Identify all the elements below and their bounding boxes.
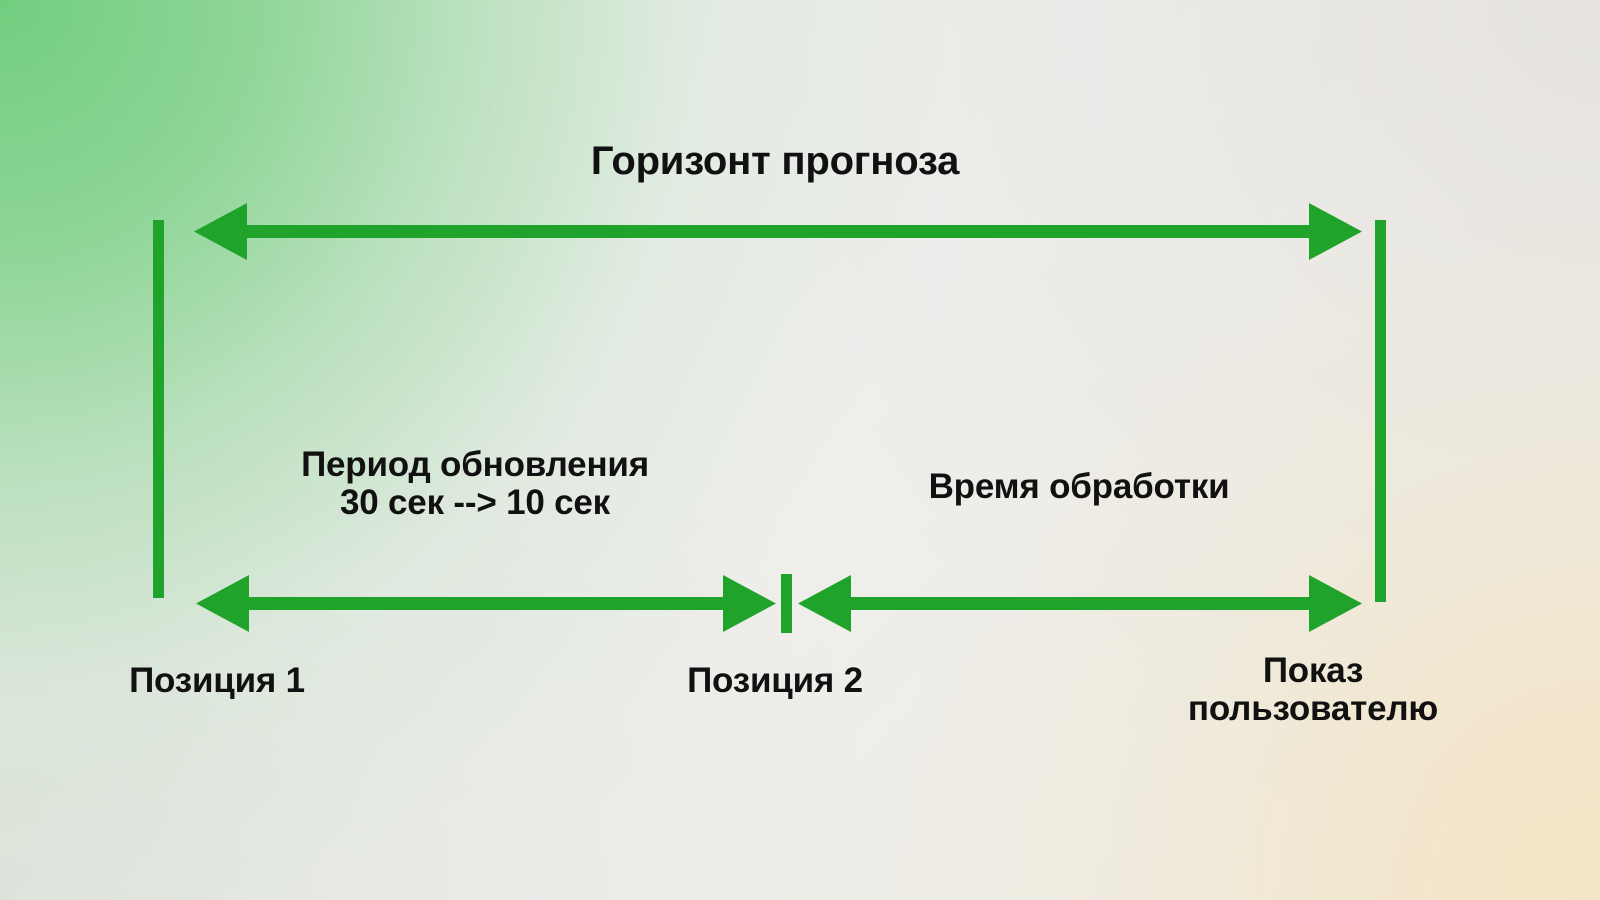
- refresh-period-arrow: [196, 575, 776, 632]
- user-display-label: Показ пользователю: [1187, 651, 1439, 728]
- vertical-tick-icon-right: [1375, 220, 1386, 602]
- processing-time-arrow: [798, 575, 1362, 632]
- processing-time-label: Время обработки: [928, 467, 1230, 506]
- vertical-tick-icon-middle: [781, 574, 792, 633]
- refresh-period-label: Период обновления 30 сек --> 10 сек: [301, 445, 649, 522]
- vertical-tick-icon-left: [153, 220, 164, 598]
- position-2-label: Позиция 2: [687, 661, 863, 700]
- forecast-horizon-arrow: [194, 203, 1362, 260]
- position-1-label: Позиция 1: [129, 661, 305, 700]
- page-title: Горизонт прогноза: [590, 139, 960, 183]
